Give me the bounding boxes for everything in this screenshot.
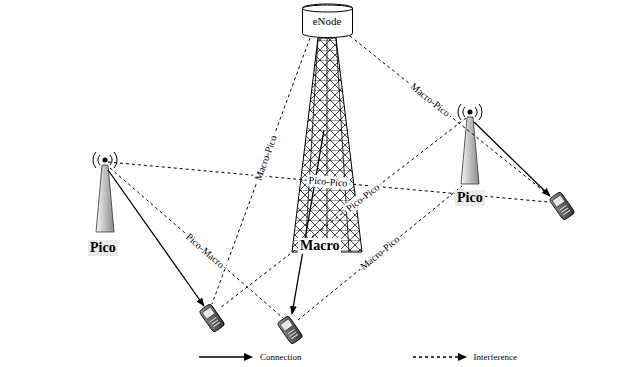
interference-label: Macro-Pico — [406, 79, 453, 120]
interference-lines — [108, 36, 550, 320]
macro-tower-legs — [305, 38, 349, 252]
macro-cell: MacroPicoPico — [7, 38, 637, 348]
legend-text: Connection — [260, 352, 302, 362]
macro-cell-outline — [7, 38, 637, 348]
node-label: Pico — [455, 190, 485, 206]
pico-cell: Pico — [410, 100, 625, 295]
legend-sample — [198, 352, 254, 362]
pico-tower — [93, 152, 117, 232]
legend-text: Interference — [474, 352, 517, 362]
legend-sample — [412, 352, 468, 362]
node-label: Macro — [298, 238, 341, 254]
pico-cell-outline — [410, 100, 625, 295]
user-phone — [549, 191, 575, 220]
pico-cell: Pico — [55, 145, 265, 340]
pico-cell-outline — [55, 145, 265, 340]
pico-tower — [458, 104, 482, 184]
legend-item: Connection — [198, 352, 302, 362]
user-phone — [199, 303, 225, 332]
legend-item: Interference — [412, 352, 517, 362]
macro-tower — [292, 38, 362, 252]
node-label: eNode — [313, 15, 342, 27]
node-label: Pico — [88, 240, 118, 256]
interference-label: Pico-Macro — [182, 229, 229, 272]
legend: Connection Interference — [198, 352, 627, 362]
enode-cylinder: eNode — [302, 4, 353, 38]
interference-label: Macro-Pico — [356, 232, 403, 274]
user-phone — [277, 315, 303, 344]
connection-arrows — [108, 122, 550, 314]
